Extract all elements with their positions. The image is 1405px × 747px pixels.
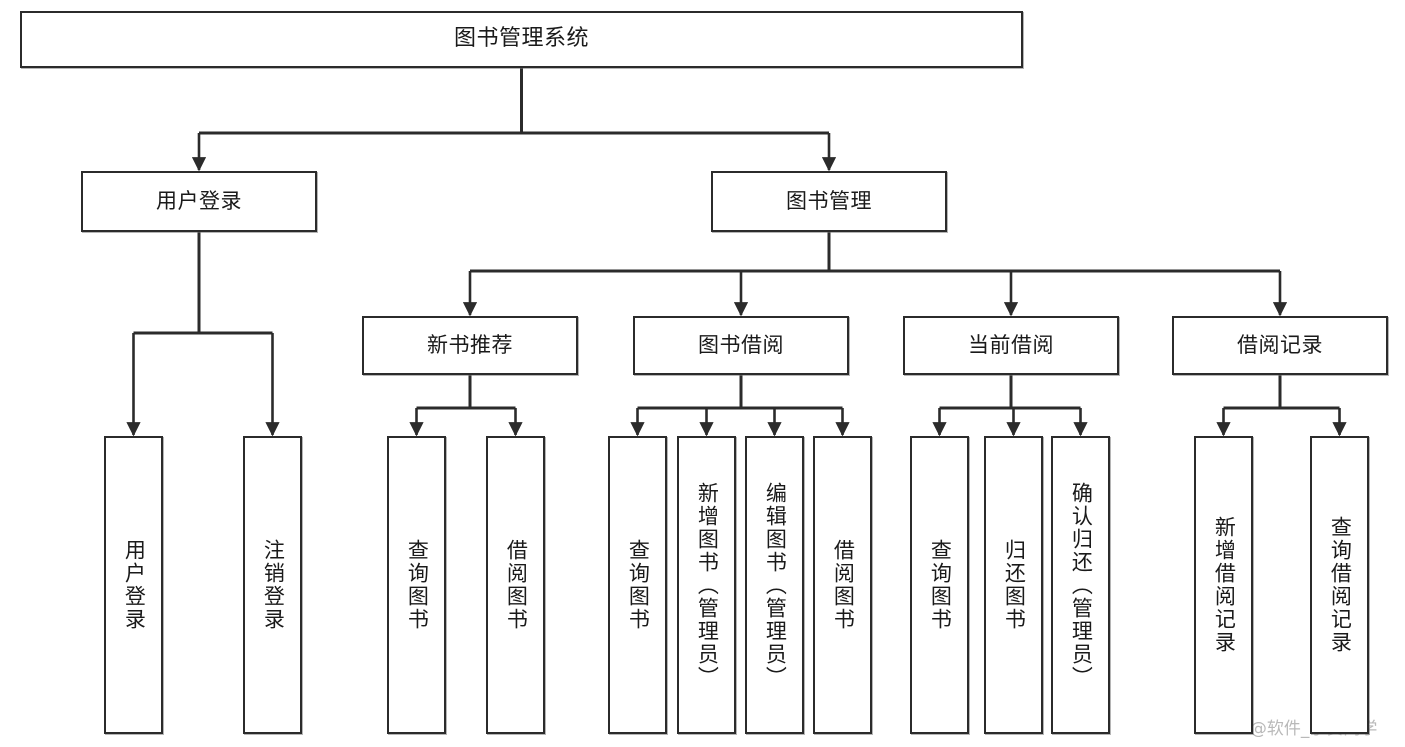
node-label: 借阅记录 [1237,332,1323,357]
node-root: 图书管理系统 [20,11,1023,68]
node-l2a: 用户登录 [81,171,317,232]
node-label: 新增借阅记录 [1212,516,1237,654]
node-leaf12: 新增借阅记录 [1194,436,1253,734]
node-label: 新书推荐 [427,332,513,357]
node-label: 新增图书（管理员） [695,481,720,689]
node-leaf06: 新增图书（管理员） [677,436,736,734]
node-l3a: 新书推荐 [362,316,578,375]
node-leaf13: 查询借阅记录 [1310,436,1369,734]
node-label: 归还图书 [1002,539,1027,631]
node-l3c: 当前借阅 [903,316,1119,375]
node-label: 确认归还（管理员） [1069,481,1094,689]
node-label: 用户登录 [122,539,147,631]
node-leaf11: 确认归还（管理员） [1051,436,1110,734]
node-label: 图书管理系统 [453,26,589,52]
node-leaf09: 查询图书 [910,436,969,734]
node-label: 用户登录 [156,188,242,213]
node-label: 借阅图书 [831,539,856,631]
node-label: 当前借阅 [968,332,1054,357]
node-label: 图书借阅 [698,332,784,357]
node-label: 借阅图书 [504,539,529,631]
node-label: 查询图书 [405,539,430,631]
node-leaf05: 查询图书 [608,436,667,734]
node-leaf08: 借阅图书 [813,436,872,734]
node-leaf04: 借阅图书 [486,436,545,734]
node-label: 图书管理 [786,188,872,213]
node-leaf02: 注销登录 [243,436,302,734]
node-leaf10: 归还图书 [984,436,1043,734]
node-label: 查询借阅记录 [1328,516,1353,654]
node-label: 查询图书 [928,539,953,631]
node-leaf03: 查询图书 [387,436,446,734]
node-label: 查询图书 [626,539,651,631]
node-label: 编辑图书（管理员） [763,481,788,689]
node-l2b: 图书管理 [711,171,947,232]
node-l3b: 图书借阅 [633,316,849,375]
node-label: 注销登录 [261,539,286,631]
node-leaf01: 用户登录 [104,436,163,734]
node-l3d: 借阅记录 [1172,316,1388,375]
node-leaf07: 编辑图书（管理员） [745,436,804,734]
